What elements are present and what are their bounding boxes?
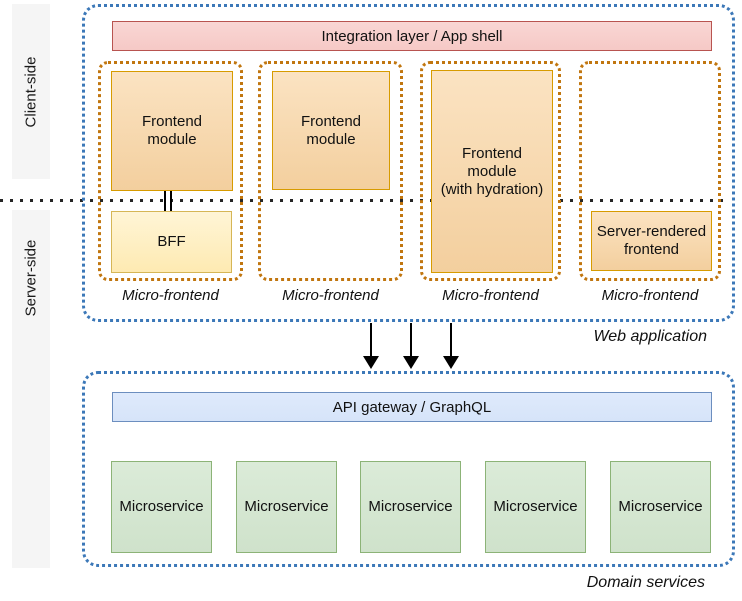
frontend-module-1-label: Frontend module xyxy=(141,113,203,148)
microservice-node-4: Microservice xyxy=(485,461,586,553)
micro-frontend-group-1 xyxy=(98,61,243,281)
microservice-label-2: Microservice xyxy=(244,498,329,515)
micro-frontend-group-4 xyxy=(579,61,721,281)
microservice-node-1: Microservice xyxy=(111,461,212,553)
micro-frontend-caption-3: Micro-frontend xyxy=(442,287,539,304)
microservice-label-4: Microservice xyxy=(493,498,578,515)
web-application-container xyxy=(82,4,735,322)
server-rendered-frontend-label: Server-rendered frontend xyxy=(596,223,707,258)
frontend-module-1: Frontend module xyxy=(111,71,233,191)
server-side-strip: Server-side xyxy=(12,210,50,568)
micro-frontend-group-3 xyxy=(420,61,561,281)
bff-node: BFF xyxy=(111,211,232,273)
microservice-node-2: Microservice xyxy=(236,461,337,553)
frontend-module-2: Frontend module xyxy=(272,71,390,190)
api-gateway-bar: API gateway / GraphQL xyxy=(112,392,712,422)
microservice-label-5: Microservice xyxy=(618,498,703,515)
micro-frontend-group-2 xyxy=(258,61,403,281)
microservice-label-1: Microservice xyxy=(119,498,204,515)
microservice-node-5: Microservice xyxy=(610,461,711,553)
micro-frontend-caption-2: Micro-frontend xyxy=(282,287,379,304)
client-side-label: Client-side xyxy=(22,56,40,127)
client-side-strip: Client-side xyxy=(12,4,50,179)
microservice-node-3: Microservice xyxy=(360,461,461,553)
module-bff-connector xyxy=(164,191,172,211)
server-rendered-frontend: Server-rendered frontend xyxy=(591,211,712,271)
down-arrow-2 xyxy=(403,323,419,369)
frontend-module-hydration: Frontend module (with hydration) xyxy=(431,70,553,273)
domain-services-caption: Domain services xyxy=(586,574,705,591)
frontend-module-2-label: Frontend module xyxy=(300,112,362,148)
integration-layer-label: Integration layer / App shell xyxy=(321,27,503,45)
micro-frontend-caption-1: Micro-frontend xyxy=(122,287,219,304)
integration-layer-bar: Integration layer / App shell xyxy=(112,21,712,51)
micro-frontend-caption-4: Micro-frontend xyxy=(601,287,699,304)
api-gateway-label: API gateway / GraphQL xyxy=(332,398,492,416)
down-arrow-3 xyxy=(443,323,459,369)
frontend-module-hydration-label: Frontend module (with hydration) xyxy=(440,144,544,198)
microservice-label-3: Microservice xyxy=(368,498,453,515)
server-side-label: Server-side xyxy=(22,239,40,317)
domain-services-container xyxy=(82,371,735,567)
web-application-caption: Web application xyxy=(593,328,707,345)
client-server-separator-line xyxy=(0,199,724,202)
bff-label: BFF xyxy=(157,233,186,250)
down-arrow-1 xyxy=(363,323,379,369)
